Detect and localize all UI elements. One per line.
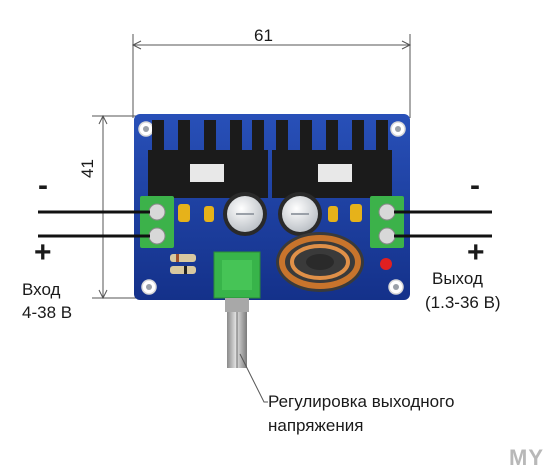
output-wires [394,210,492,238]
input-terminal-block [140,196,174,248]
width-dimension-label: 61 [254,26,273,45]
potentiometer-caption-line2: напряжения [268,416,364,435]
input-plus-sign: + [34,236,52,269]
status-led [380,258,392,270]
potentiometer-caption-line1: Регулировка выходного [268,392,455,411]
input-minus-sign: - [38,169,48,202]
height-dimension-label: 41 [78,159,97,178]
resistors [170,254,196,274]
watermark: MY [509,445,544,470]
output-terminal-block [370,196,404,248]
capacitor-left [223,192,267,236]
input-label: Вход [22,280,61,299]
width-dimension [131,34,412,118]
input-wires [38,210,150,238]
potentiometer-leader-line [239,353,268,403]
capacitor-right [278,192,322,236]
input-voltage-range: 4-38 В [22,303,73,322]
potentiometer [213,251,261,368]
tantalum-capacitors [178,204,362,222]
heatsink-right [272,120,392,198]
output-plus-sign: + [467,236,485,269]
output-minus-sign: - [470,169,480,202]
output-label: Выход [432,269,483,288]
inductor-coil [276,232,364,292]
output-voltage-range: (1.3-36 В) [425,293,501,312]
heatsink-left [148,120,268,198]
